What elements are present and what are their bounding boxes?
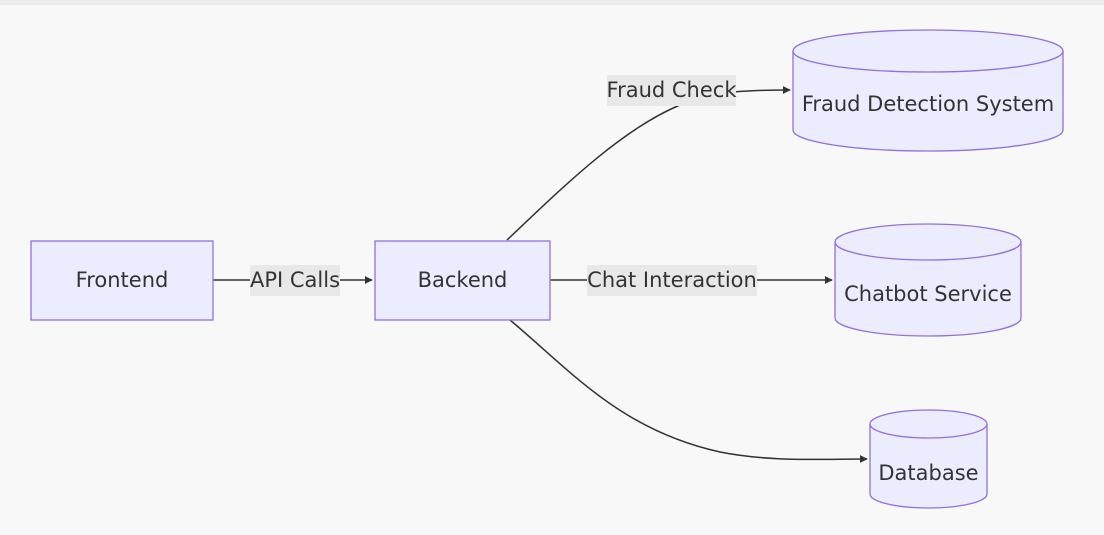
edge-label-api-calls-text: API Calls: [250, 268, 340, 292]
edge-to-database: [509, 319, 868, 464]
edge-label-fraud-check: Fraud Check: [607, 75, 738, 106]
node-backend-box: [374, 240, 551, 321]
node-database-cylinder-rim: [869, 423, 988, 439]
node-database[interactable]: Database: [869, 409, 988, 509]
edge-label-api-calls-bg: [250, 265, 340, 296]
node-database-cylinder-body: [869, 409, 988, 509]
node-backend-label: Backend: [418, 268, 508, 292]
node-frontend-label: Frontend: [76, 268, 169, 292]
node-fraud-cylinder-body: [792, 29, 1064, 152]
node-backend[interactable]: Backend: [374, 240, 551, 321]
edge-label-fraud-check-bg: [607, 75, 736, 106]
node-frontend-box: [30, 240, 214, 321]
edge-fraud-check: [506, 86, 791, 241]
node-chatbot-cylinder-rim: [834, 241, 1022, 261]
top-border: [0, 0, 1104, 5]
edge-label-chat-interaction-text: Chat Interaction: [587, 268, 757, 292]
node-fraud-cylinder-rim: [792, 50, 1064, 73]
edge-label-fraud-check-text: Fraud Check: [607, 78, 738, 102]
node-fraud-detection-system[interactable]: Fraud Detection System: [792, 29, 1064, 152]
node-chatbot-cylinder-body: [834, 223, 1022, 337]
edge-fraud-check-line: [506, 86, 791, 241]
edge-label-chat-interaction-bg: [587, 265, 757, 296]
node-database-label: Database: [878, 461, 978, 485]
node-chatbot-label: Chatbot Service: [844, 282, 1012, 306]
node-frontend[interactable]: Frontend: [30, 240, 214, 321]
edge-label-chat-interaction: Chat Interaction: [587, 265, 757, 296]
edge-label-api-calls: API Calls: [250, 265, 340, 296]
edge-to-database-line: [509, 319, 868, 464]
node-fraud-detection-label: Fraud Detection System: [802, 92, 1054, 116]
node-chatbot-service[interactable]: Chatbot Service: [834, 223, 1022, 337]
